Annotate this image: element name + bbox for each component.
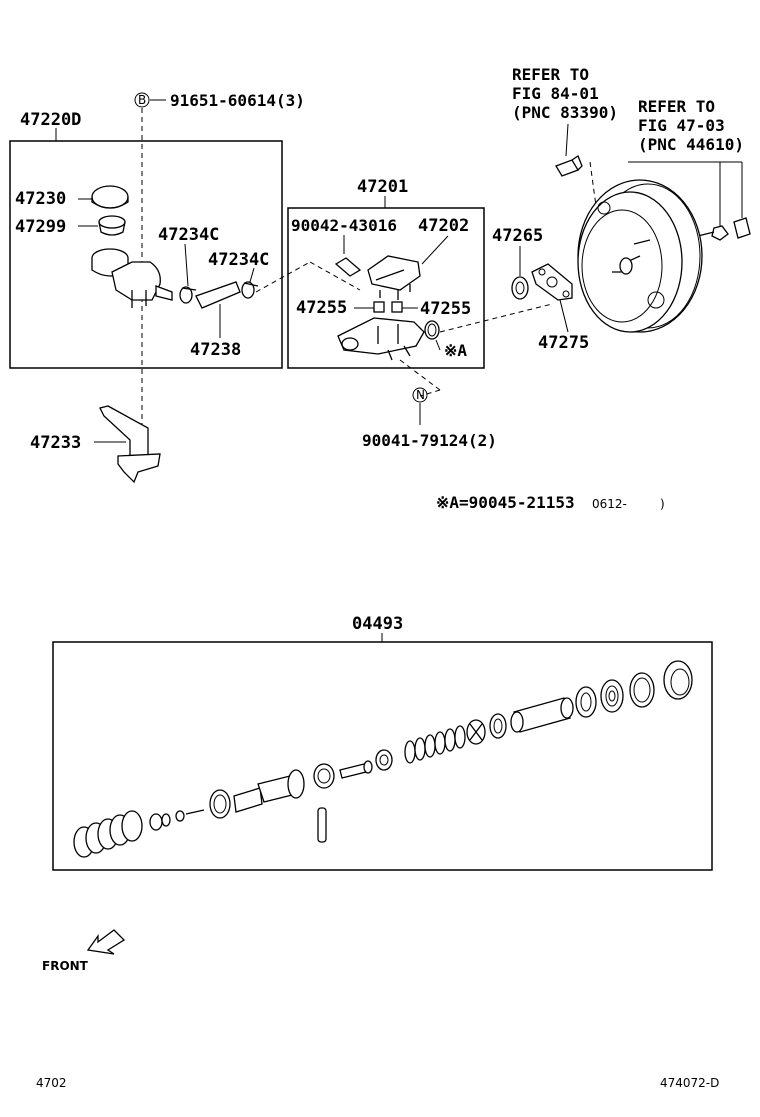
- label-47230: 47230: [15, 189, 66, 209]
- label-90041-79124: 90041-79124(2): [362, 431, 497, 450]
- footnote-date: 0612-: [592, 497, 627, 511]
- reservoir-bracket: [99, 405, 161, 484]
- bolt-badge: B: [138, 93, 146, 107]
- booster-nut: [711, 225, 729, 241]
- footnote-A: ※A=90045-21153: [436, 493, 575, 512]
- booster-seal: [511, 276, 529, 300]
- reservoir-strainer: [98, 215, 126, 236]
- nut-badge: N: [416, 388, 425, 402]
- refer1-line1: REFER TO: [512, 65, 589, 84]
- master-cylinder-body: [337, 317, 425, 361]
- nut-callout: N: [412, 387, 428, 425]
- label-47275: 47275: [538, 333, 589, 353]
- label-04493: 04493: [352, 614, 403, 634]
- label-47265: 47265: [492, 226, 543, 246]
- kit-cup-middle: [313, 763, 335, 789]
- label-47220D: 47220D: [20, 110, 81, 130]
- kit-seal-a: [575, 686, 597, 718]
- grommet-right: [391, 301, 403, 313]
- footnote-close: ): [660, 497, 665, 511]
- kit-secondary-piston: [510, 697, 574, 733]
- front-arrow-icon: [86, 929, 126, 955]
- booster-gasket: [531, 263, 573, 301]
- kit-retainer: [466, 719, 486, 745]
- label-47234C-left: 47234C: [158, 225, 219, 245]
- grommet-left: [373, 301, 385, 313]
- kit-washer: [375, 749, 393, 771]
- kit-cup-left: [209, 789, 231, 819]
- label-47255-left: 47255: [296, 298, 347, 318]
- hose-clip-right: [241, 281, 259, 299]
- reservoir-assembly-box: [9, 140, 283, 369]
- kit-seal-c: [629, 672, 655, 708]
- label-47234C-right: 47234C: [208, 250, 269, 270]
- label-47202: 47202: [418, 216, 469, 236]
- kit-seal-b: [600, 679, 624, 713]
- reservoir-tank: [91, 248, 173, 308]
- kit-seal-d: [663, 660, 693, 700]
- label-47299: 47299: [15, 217, 66, 237]
- kit-parts: [73, 660, 693, 858]
- kit-pin: [317, 807, 327, 843]
- label-91651-60614: 91651-60614(3): [170, 91, 305, 110]
- refer2-line1: REFER TO: [638, 97, 715, 116]
- kit-primary-piston: [233, 769, 305, 813]
- refer-fig-47-03: REFER TO FIG 47-03 (PNC 44610): [638, 97, 744, 154]
- page-code-right: 474072-D: [660, 1076, 719, 1090]
- page-code-left: 4702: [36, 1076, 67, 1090]
- kit-valve-seal: [149, 809, 205, 831]
- pin: [334, 257, 362, 277]
- bolt-callout: B 91651-60614(3): [134, 91, 305, 110]
- o-ring: [424, 320, 440, 340]
- refer-fig-84-01: REFER TO FIG 84-01 (PNC 83390): [512, 65, 618, 122]
- mark-A: ※A: [444, 341, 467, 360]
- label-47255-right: 47255: [420, 299, 471, 319]
- vacuum-check-valve: [555, 155, 583, 177]
- label-47201: 47201: [357, 177, 408, 197]
- hose-clip-left: [179, 286, 197, 304]
- label-47238: 47238: [190, 340, 241, 360]
- label-90042-43016: 90042-43016: [291, 216, 397, 235]
- reservoir-grommet-cap: [367, 255, 421, 300]
- kit-spring-left: [73, 810, 143, 858]
- kit-cup-right: [489, 713, 507, 739]
- reservoir-hose: [195, 281, 241, 309]
- booster-clevis: [733, 217, 751, 239]
- repair-kit-box: [52, 641, 713, 871]
- refer2-line2: FIG 47-03: [638, 116, 725, 135]
- brake-booster: [577, 179, 703, 333]
- master-cylinder-box: [287, 207, 485, 369]
- kit-rod: [339, 760, 373, 779]
- front-label: FRONT: [42, 959, 89, 973]
- reservoir-cap: [91, 185, 129, 209]
- label-47233: 47233: [30, 433, 81, 453]
- kit-spring-middle: [404, 725, 466, 764]
- refer2-line3: (PNC 44610): [638, 135, 744, 154]
- refer1-line3: (PNC 83390): [512, 103, 618, 122]
- refer1-line2: FIG 84-01: [512, 84, 599, 103]
